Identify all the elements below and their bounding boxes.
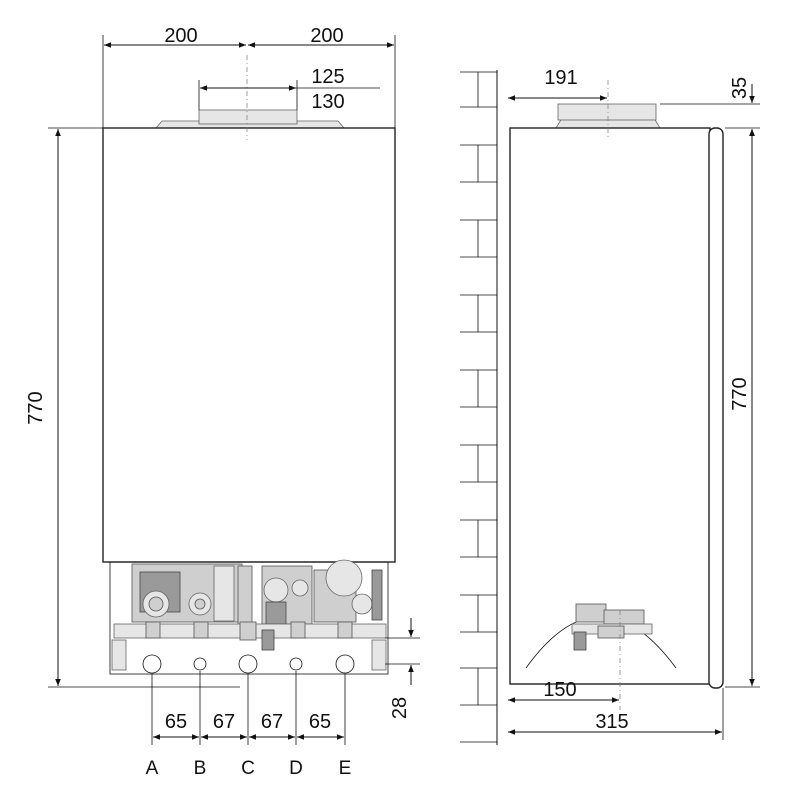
- connection-d-label: D: [289, 758, 303, 779]
- front-bottom-offset-label: 28: [389, 697, 411, 719]
- front-flue-inner-label: 125: [311, 66, 344, 88]
- side-flue-height-label: 35: [729, 77, 751, 99]
- connection-e-port: [335, 654, 355, 674]
- front-width-right-label: 200: [310, 25, 343, 47]
- front-view: 200 200 125 130 770 28 65 67 67 65: [25, 25, 420, 779]
- spacing-a-b-label: 65: [165, 711, 187, 733]
- side-hydraulic-section: [525, 603, 677, 669]
- side-flue-offset-label: 191: [544, 67, 577, 89]
- front-hydraulic-section: [109, 559, 389, 675]
- connection-a-label: A: [146, 758, 159, 779]
- front-width-left-label: 200: [164, 25, 197, 47]
- spacing-b-c-label: 67: [213, 711, 235, 733]
- connection-a-port: [142, 654, 162, 674]
- side-height-label: 770: [729, 377, 751, 410]
- wall-bricks: [460, 70, 498, 745]
- front-flue-outer-label: 130: [311, 91, 344, 113]
- front-flue-outlet: [198, 109, 298, 125]
- spacing-d-e-label: 65: [309, 711, 331, 733]
- connection-b-port: [193, 657, 207, 671]
- side-view: 191 35 770 150 315: [460, 67, 760, 745]
- side-casing: [509, 127, 711, 685]
- spacing-c-d-label: 67: [261, 711, 283, 733]
- side-flue-outlet: [557, 103, 657, 121]
- connection-c-port: [238, 654, 258, 674]
- connection-d-port: [289, 657, 303, 671]
- connection-b-label: B: [194, 758, 207, 779]
- connection-c-label: C: [241, 758, 255, 779]
- front-casing: [102, 127, 396, 563]
- front-height-label: 770: [25, 391, 47, 424]
- side-connection-depth-label: 150: [543, 679, 576, 701]
- connection-e-label: E: [339, 758, 352, 779]
- side-front-panel: [708, 127, 724, 689]
- side-depth-label: 315: [595, 711, 628, 733]
